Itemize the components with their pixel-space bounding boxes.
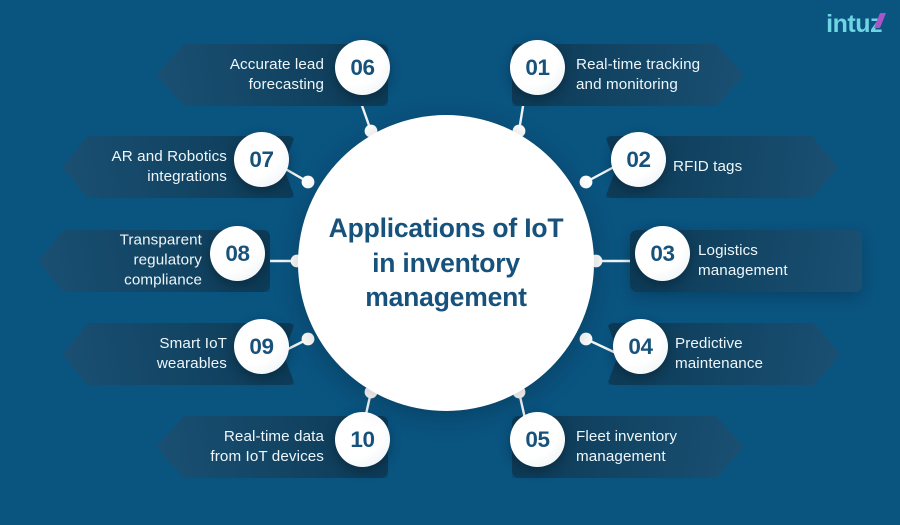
page-title: Applications of IoT in inventory managem… — [328, 213, 564, 313]
item-08-badge: 08 — [210, 226, 265, 281]
item-03-label: Logistics management — [698, 241, 788, 279]
item-09[interactable]: Smart IoT wearables 09 — [62, 319, 295, 385]
item-05-badge: 05 — [510, 412, 565, 467]
item-09-label: Smart IoT wearables — [156, 334, 227, 372]
item-04-badge: 04 — [613, 319, 668, 374]
item-07-label: AR and Robotics integrations — [111, 147, 227, 185]
item-09-badge: 09 — [234, 319, 289, 374]
center-circle: Applications of IoT in inventory managem… — [298, 115, 594, 411]
item-07-badge: 07 — [234, 132, 289, 187]
item-01-number: 01 — [525, 54, 550, 80]
item-03-number: 03 — [650, 240, 675, 266]
item-05[interactable]: Fleet inventory management 05 — [510, 412, 744, 478]
item-09-number: 09 — [249, 333, 274, 359]
item-03-badge: 03 — [635, 226, 690, 281]
item-05-label: Fleet inventory management — [576, 427, 678, 465]
item-07-number: 07 — [249, 146, 274, 172]
item-10-number: 10 — [350, 426, 375, 452]
item-04-number: 04 — [628, 333, 653, 359]
item-10-label: Real-time data from IoT devices — [210, 427, 324, 465]
item-07[interactable]: AR and Robotics integrations 07 — [62, 132, 295, 198]
intuz-logo: intuz — [826, 10, 887, 38]
item-10-badge: 10 — [335, 412, 390, 467]
item-06-label: Accurate lead forecasting — [229, 55, 324, 93]
item-08[interactable]: Transparent regulatory compliance 08 — [38, 226, 270, 292]
item-04-label: Predictive maintenance — [675, 334, 764, 372]
item-03[interactable]: Logistics management 03 — [630, 226, 862, 292]
item-02[interactable]: RFID tags 02 — [605, 132, 838, 198]
connector-dot — [301, 175, 315, 189]
item-06-number: 06 — [350, 54, 375, 80]
item-02-badge: 02 — [611, 132, 666, 187]
item-06-badge: 06 — [335, 40, 390, 95]
item-01-badge: 01 — [510, 40, 565, 95]
connector-dot — [579, 175, 593, 189]
connector-dot — [579, 332, 593, 346]
item-08-number: 08 — [225, 240, 250, 266]
item-08-label: Transparent regulatory compliance — [119, 231, 202, 290]
item-01-label: Real-time tracking and monitoring — [576, 55, 701, 93]
item-06[interactable]: Accurate lead forecasting 06 — [156, 40, 390, 106]
item-05-number: 05 — [525, 426, 550, 452]
item-10[interactable]: Real-time data from IoT devices 10 — [156, 412, 390, 478]
item-02-number: 02 — [626, 146, 651, 172]
item-01[interactable]: Real-time tracking and monitoring 01 — [510, 40, 744, 106]
item-04[interactable]: Predictive maintenance 04 — [607, 319, 840, 385]
logo-accent-letter: z — [870, 12, 887, 37]
connector-dot — [301, 332, 315, 346]
item-02-label: RFID tags — [673, 157, 743, 175]
logo-wordmark: intu — [826, 10, 870, 38]
